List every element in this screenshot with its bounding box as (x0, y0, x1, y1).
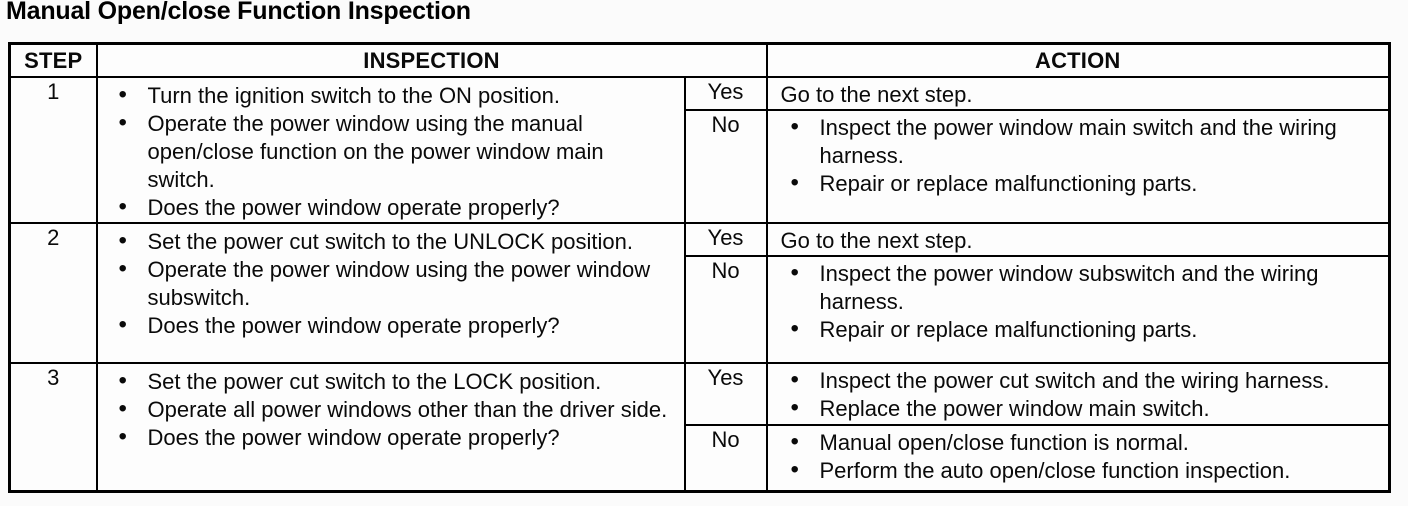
inspection-table: STEP INSPECTION ACTION 1 • Turn the ignit… (8, 42, 1391, 493)
list-item-text: Operate the power window using the manua… (147, 110, 604, 192)
list-item: • Inspect the power window subswitch and … (791, 259, 1383, 316)
step-number: 1 (8, 75, 98, 224)
list-item: • Operate the power window using the manu… (119, 109, 674, 194)
bullet-icon: • (118, 192, 127, 220)
list-item: • Repair or replace malfunctioning parts. (791, 315, 1383, 344)
no-action-cell: • Inspect the power window subswitch and … (765, 254, 1391, 364)
action-list: • Manual open/close function is normal. •… (769, 428, 1388, 485)
list-item: • Operate all power windows other than th… (119, 395, 674, 424)
table-row-step2-yes: 2 • Set the power cut switch to the UNLOC… (8, 221, 1391, 364)
inspection-cell: • Set the power cut switch to the UNLOCK … (95, 221, 686, 364)
list-item-text: Manual open/close function is normal. (819, 429, 1189, 455)
list-item: • Does the power window operate properly? (119, 311, 674, 340)
inspection-cell: • Set the power cut switch to the LOCK po… (95, 361, 686, 493)
table-row-step3-yes: 3 • Set the power cut switch to the LOCK … (8, 361, 1391, 493)
no-action-cell: • Manual open/close function is normal. •… (765, 423, 1391, 493)
bullet-icon: • (118, 366, 127, 394)
list-item: • Perform the auto open/close function in… (791, 456, 1383, 485)
list-item: • Set the power cut switch to the LOCK po… (119, 367, 674, 396)
action-list: • Inspect the power cut switch and the wi… (769, 366, 1388, 423)
inspection-cell: • Turn the ignition switch to the ON posi… (95, 75, 686, 224)
list-item: • Inspect the power window main switch an… (791, 113, 1383, 170)
table-row-step1-yes: 1 • Turn the ignition switch to the ON po… (8, 75, 1391, 224)
bullet-icon: • (118, 108, 127, 136)
bullet-icon: • (790, 455, 799, 483)
bullet-icon: • (118, 80, 127, 108)
no-label-cell: No (683, 423, 768, 493)
bullet-icon: • (790, 393, 799, 421)
page-title: Manual Open/close Function Inspection (6, 0, 471, 25)
list-item-text: Replace the power window main switch. (819, 395, 1210, 421)
list-item-text: Does the power window operate properly? (147, 194, 560, 220)
bullet-icon: • (790, 427, 799, 455)
list-item: • Repair or replace malfunctioning parts. (791, 169, 1383, 198)
list-item-text: Perform the auto open/close function ins… (819, 457, 1291, 483)
no-label-cell: No (683, 109, 768, 224)
action-list: • Inspect the power window subswitch and … (769, 259, 1388, 344)
bullet-icon: • (790, 169, 799, 197)
list-item-text: Does the power window operate properly? (147, 312, 560, 338)
yes-action-cell: • Inspect the power cut switch and the wi… (765, 361, 1391, 426)
bullet-icon: • (790, 258, 799, 286)
bullet-icon: • (118, 254, 127, 282)
list-item-text: Does the power window operate properly? (147, 424, 560, 450)
table-row-step3-no: No • Manual open/close function is normal… (10, 423, 1391, 493)
bullet-icon: • (118, 422, 127, 450)
list-item-text: Inspect the power window subswitch and t… (819, 260, 1319, 314)
action-text: Go to the next step. (780, 227, 973, 253)
list-item: • Set the power cut switch to the UNLOCK … (119, 227, 674, 256)
col-header-action: ACTION (765, 42, 1391, 78)
inspection-list: • Set the power cut switch to the LOCK po… (99, 367, 683, 452)
yes-action-cell: Go to the next step. (765, 221, 1391, 257)
list-item: • Does the power window operate properly? (119, 423, 674, 452)
no-action-cell: • Inspect the power window main switch an… (765, 109, 1391, 224)
list-item-text: Set the power cut switch to the UNLOCK p… (147, 228, 633, 254)
list-item-text: Inspect the power cut switch and the wir… (819, 367, 1330, 393)
action-list: • Inspect the power window main switch an… (769, 113, 1388, 198)
inspection-list: • Set the power cut switch to the UNLOCK … (99, 227, 683, 340)
table-row-step2-no: No • Inspect the power window subswitch a… (10, 254, 1391, 364)
bullet-icon: • (118, 310, 127, 338)
list-item-text: Set the power cut switch to the LOCK pos… (147, 368, 602, 394)
action-text: Go to the next step. (780, 81, 973, 107)
col-header-inspection: INSPECTION (95, 42, 768, 78)
list-item: • Manual open/close function is normal. (791, 428, 1383, 457)
table-header-row: STEP INSPECTION ACTION (8, 42, 1391, 78)
list-item-text: Operate the power window using the power… (147, 256, 651, 310)
yes-label-cell: Yes (683, 361, 768, 426)
no-label-cell: No (683, 254, 768, 364)
yes-action-cell: Go to the next step. (765, 75, 1391, 112)
list-item: • Turn the ignition switch to the ON posi… (119, 81, 674, 110)
bullet-icon: • (790, 113, 799, 141)
list-item-text: Turn the ignition switch to the ON posit… (147, 82, 561, 108)
inspection-list: • Turn the ignition switch to the ON posi… (99, 81, 683, 221)
bullet-icon: • (790, 365, 799, 393)
yes-label-cell: Yes (683, 221, 768, 257)
list-item: • Replace the power window main switch. (791, 394, 1383, 423)
yes-label-cell: Yes (683, 75, 768, 112)
col-header-step: STEP (8, 42, 98, 78)
table-row-step1-no: No • Inspect the power window main switch… (10, 109, 1391, 224)
step-number: 3 (8, 361, 98, 493)
list-item-text: Operate all power windows other than the… (147, 396, 668, 422)
bullet-icon: • (790, 314, 799, 342)
list-item-text: Repair or replace malfunctioning parts. (819, 316, 1198, 342)
list-item: • Inspect the power cut switch and the wi… (791, 366, 1383, 395)
list-item-text: Inspect the power window main switch and… (819, 115, 1337, 169)
step-number: 2 (8, 221, 98, 364)
list-item: • Operate the power window using the powe… (119, 255, 674, 312)
bullet-icon: • (118, 226, 127, 254)
list-item: • Does the power window operate properly? (119, 193, 674, 221)
list-item-text: Repair or replace malfunctioning parts. (819, 171, 1198, 197)
bullet-icon: • (118, 394, 127, 422)
